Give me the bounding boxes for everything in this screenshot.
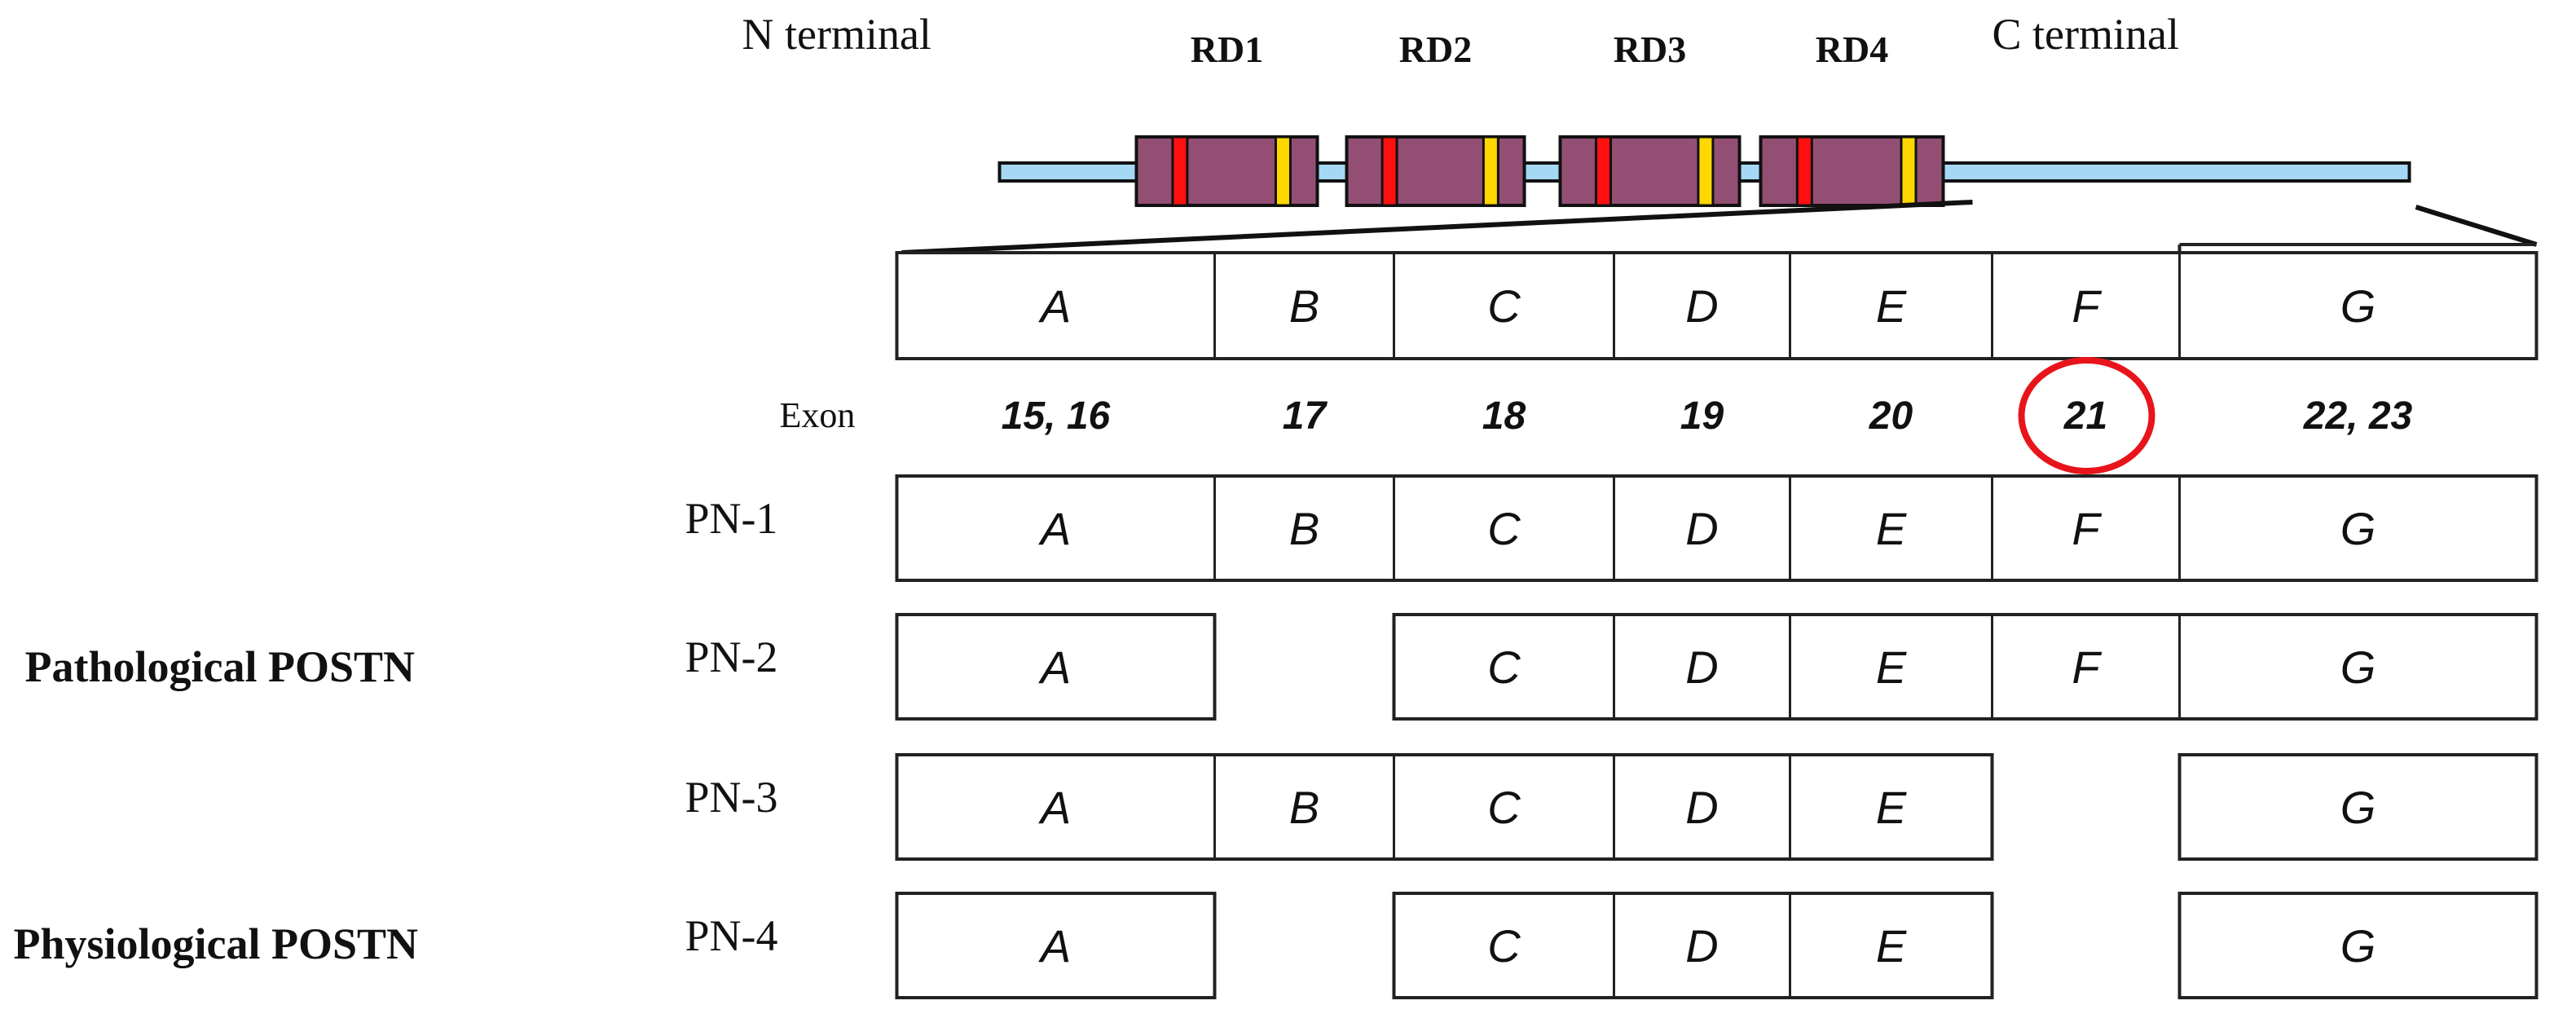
segment-C: C [1487,641,1521,693]
exon-label: Exon [780,395,856,435]
red-band [1795,135,1813,207]
exon-number: 21 [2063,394,2107,438]
segment-A: A [1038,280,1071,332]
segment-D: D [1685,280,1718,332]
zoom-line-right [2415,205,2538,247]
segment-B: B [1289,503,1319,554]
segment-B: B [1289,280,1319,332]
exon-number: 15, 16 [1002,394,1111,438]
isoform-block [1392,892,1994,999]
yellow-band [1900,135,1918,207]
segment-E: E [1876,782,1907,833]
segment-C: C [1487,920,1521,972]
segment-A: A [1038,503,1071,554]
isoform-block [895,892,1217,999]
segment-F: F [2072,280,2102,332]
isoform-block [895,613,1217,721]
domain-label: RD2 [1399,29,1472,70]
segment-E: E [1876,920,1907,972]
protein-schematic: RD1 RD2 RD3 RD4 [997,29,2411,207]
isoform-label: PN-3 [685,773,778,822]
segment-D: D [1685,641,1718,693]
segment-A: A [1038,782,1071,833]
exon-numbers: 15, 16 17 18 19 20 21 22, 23 [1002,394,2413,438]
segment-G: G [2340,280,2376,332]
isoform-label: PN-2 [685,633,778,681]
isoform-label: PN-1 [685,494,778,543]
exon-map-block [895,251,2539,360]
segment-E: E [1876,641,1907,693]
physiological-group-label: Physiological POSTN [14,919,419,968]
isoform-block [895,474,2539,582]
isoform-pn-3: PN-3 A B C D E G [685,753,2539,861]
red-band [1171,135,1189,207]
exon-number: 18 [1482,394,1526,438]
domain-label: RD4 [1816,29,1888,70]
exon-21-highlight-circle [2018,357,2155,474]
segment-C: C [1487,280,1521,332]
domain-label: RD1 [1191,29,1263,70]
segment-G: G [2340,641,2376,693]
isoform-block [2177,892,2539,999]
exon-segment-map: A B C D E F G [895,243,2539,360]
exon-number: 19 [1680,394,1724,438]
exon-number: 17 [1283,394,1328,438]
isoform-pn-2: PN-2 A C D E F G [685,613,2539,721]
exon-number: 20 [1869,394,1913,438]
segment-A: A [1038,641,1071,693]
red-band [1595,135,1612,207]
segment-G: G [2340,503,2376,554]
segment-D: D [1685,503,1718,554]
zoom-line-left [901,200,1973,255]
red-band [1380,135,1398,207]
segment-A: A [1038,920,1071,972]
domain-label: RD3 [1614,29,1686,70]
segment-D: D [1685,920,1718,972]
isoform-pn-4: PN-4 A C D E G [685,892,2539,999]
pathological-group-label: Pathological POSTN [25,642,416,691]
n-terminal-label: N terminal [742,10,931,59]
yellow-band [1697,135,1715,207]
segment-F: F [2072,641,2102,693]
isoform-block [895,753,1994,861]
segment-D: D [1685,782,1718,833]
isoform-block [1392,613,2539,721]
isoform-label: PN-4 [685,911,778,960]
isoform-block [2177,753,2539,861]
segment-G: G [2340,920,2376,972]
segment-C: C [1487,503,1521,554]
segment-C: C [1487,782,1521,833]
segment-B: B [1289,782,1319,833]
c-terminal-label: C terminal [1993,10,2179,59]
segment-F: F [2072,503,2102,554]
isoform-pn-1: PN-1 A B C D E F G [685,474,2539,582]
segment-E: E [1876,503,1907,554]
yellow-band [1482,135,1499,207]
segment-E: E [1876,280,1907,332]
segment-G: G [2340,782,2376,833]
exon-number: 22, 23 [2303,394,2413,438]
yellow-band [1274,135,1292,207]
